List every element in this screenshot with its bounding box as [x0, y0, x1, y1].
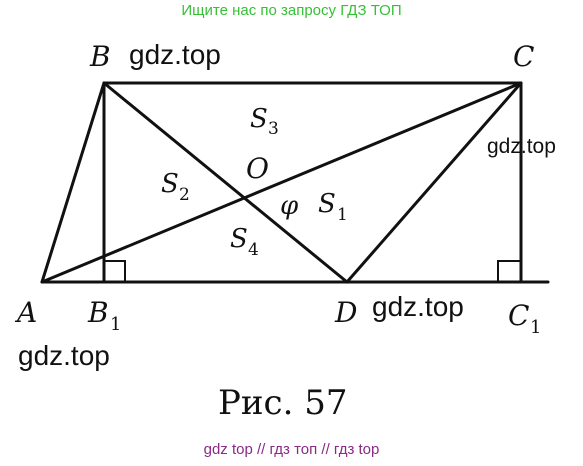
area-label-s4-sub: 4 [248, 240, 259, 260]
right-angle-mark-b1 [104, 260, 126, 282]
area-label-s1-sub: 1 [337, 205, 348, 225]
diagonal-bd [102, 81, 349, 284]
point-label-b1: B [87, 296, 109, 329]
figure-caption: Рис. 57 [218, 383, 347, 423]
area-label-s3-sub: 3 [268, 119, 279, 139]
bottom-banner: gdz top // гдз топ // гдз top [203, 441, 380, 458]
point-label-b: B [89, 40, 111, 73]
watermark-bottom-left: gdz.top [18, 340, 110, 371]
watermark-right: gdz.top [487, 135, 556, 158]
point-label-o: O [246, 152, 269, 185]
area-label-s3: S [250, 104, 268, 134]
area-label-s4: S [230, 224, 248, 254]
area-label-s2-sub: 2 [179, 185, 190, 205]
diagonal-ac [40, 81, 523, 284]
point-label-c1: C [508, 299, 529, 332]
area-label-s1: S [318, 189, 336, 219]
point-label-c1-sub: 1 [530, 317, 541, 338]
side-cd [345, 81, 523, 284]
angle-label-phi: φ [280, 191, 299, 221]
watermark-bottom-mid: gdz.top [372, 291, 464, 322]
watermark-top-left: gdz.top [129, 39, 221, 70]
point-label-c: C [513, 40, 534, 73]
point-label-d: D [334, 296, 357, 329]
top-banner: Ищите нас по запросу ГДЗ ТОП [181, 2, 402, 19]
point-label-b1-sub: 1 [110, 314, 121, 335]
area-label-s2: S [161, 169, 179, 199]
right-angle-mark-c1 [497, 260, 521, 282]
point-label-a: A [14, 296, 37, 329]
side-ab [40, 81, 106, 284]
